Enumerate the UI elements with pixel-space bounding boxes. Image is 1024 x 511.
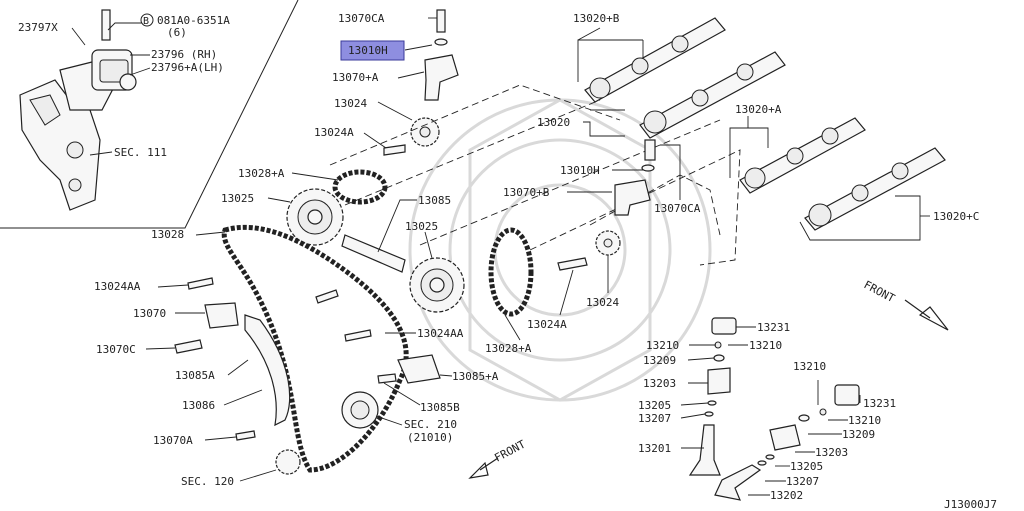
label-23796-rh[interactable]: 23796 (RH): [151, 48, 217, 61]
label-21010: (21010): [407, 431, 453, 444]
bolt-symbol-text: B: [143, 16, 149, 27]
label-13010h-highlighted[interactable]: 13010H: [348, 44, 388, 57]
label-13020[interactable]: 13020: [537, 116, 570, 129]
label-13024-top[interactable]: 13024: [334, 97, 367, 110]
sprocket-13024-top: [410, 117, 440, 147]
label-13085a[interactable]: 13085A: [175, 369, 215, 382]
label-13020b[interactable]: 13020+B: [573, 12, 620, 25]
label-13203-a[interactable]: 13203: [643, 377, 676, 390]
label-13024aa-left[interactable]: 13024AA: [94, 280, 141, 293]
valve-train-left: [688, 317, 737, 476]
label-front-right: FRONT: [862, 278, 898, 305]
label-13070a-low[interactable]: 13070A: [153, 434, 193, 447]
label-13209-a[interactable]: 13209: [643, 354, 676, 367]
label-sec-111[interactable]: SEC. 111: [114, 146, 167, 159]
inset-frame: [0, 0, 299, 229]
label-13201[interactable]: 13201: [638, 442, 671, 455]
label-sec-120[interactable]: SEC. 120: [181, 475, 234, 488]
label-13085b[interactable]: 13085B: [420, 401, 460, 414]
label-13024-low[interactable]: 13024: [586, 296, 619, 309]
label-13070c[interactable]: 13070C: [96, 343, 136, 356]
sprocket-13025-left: [286, 188, 344, 246]
valve-train-right: [714, 384, 860, 501]
label-13020c[interactable]: 13020+C: [933, 210, 979, 223]
label-13028a-top[interactable]: 13028+A: [238, 167, 285, 180]
valve-timing-sensor-top: [424, 9, 459, 101]
label-13202[interactable]: 13202: [770, 489, 803, 502]
label-13070ca-top[interactable]: 13070CA: [338, 12, 385, 25]
label-13020a[interactable]: 13020+A: [735, 103, 782, 116]
label-23796a-lh[interactable]: 23796+A(LH): [151, 61, 224, 74]
slack-guide-13086: [244, 314, 291, 427]
timing-cover-parts: [19, 9, 137, 211]
label-13070a-top[interactable]: 13070+A: [332, 71, 379, 84]
chain-tensioner-13070: [204, 302, 239, 329]
label-13085a-plus[interactable]: 13085+A: [452, 370, 499, 383]
diagram-id: J13000J7: [944, 498, 997, 511]
camshaft-13020-b: [577, 17, 726, 103]
label-13028[interactable]: 13028: [151, 228, 184, 241]
label-13025-left[interactable]: 13025: [221, 192, 254, 205]
label-13207-a[interactable]: 13207: [638, 412, 671, 425]
label-13210-c[interactable]: 13210: [793, 360, 826, 373]
chain-guide-13085: [341, 234, 406, 273]
label-quantity-6: (6): [167, 26, 187, 39]
label-13231-a[interactable]: 13231: [757, 321, 790, 334]
valve-timing-sensor-mid: [614, 139, 656, 216]
label-13209-b[interactable]: 13209: [842, 428, 875, 441]
label-13025-mid[interactable]: 13025: [405, 220, 438, 233]
label-13210-b[interactable]: 13210: [749, 339, 782, 352]
label-front-lower: FRONT: [492, 437, 528, 464]
label-13086[interactable]: 13086: [182, 399, 215, 412]
bolt-symbol-icon: [140, 13, 154, 27]
front-arrow-icon-lower: [468, 461, 489, 479]
label-13210-a[interactable]: 13210: [646, 339, 679, 352]
camshaft-13020-a: [739, 117, 866, 194]
sprocket-13025-mid: [409, 257, 465, 313]
camshaft-13020: [639, 51, 786, 139]
label-081a0-6351a[interactable]: 081A0-6351A: [157, 14, 230, 27]
label-13205-a[interactable]: 13205: [638, 399, 671, 412]
label-13205-b[interactable]: 13205: [790, 460, 823, 473]
label-13231-b[interactable]: 13231: [863, 397, 896, 410]
label-13070[interactable]: 13070: [133, 307, 166, 320]
crank-sprocket-sec210: [341, 391, 379, 429]
front-arrow-icon-right: [918, 306, 949, 331]
label-sec-210[interactable]: SEC. 210: [404, 418, 457, 431]
label-13070b[interactable]: 13070+B: [503, 186, 550, 199]
highlighted-part-13010h-box[interactable]: [340, 40, 405, 61]
label-13010h-mid[interactable]: 13010H: [560, 164, 600, 177]
label-13024a-low[interactable]: 13024A: [527, 318, 567, 331]
label-13028a-low[interactable]: 13028+A: [485, 342, 532, 355]
label-23797x[interactable]: 23797X: [18, 21, 58, 34]
label-13203-b[interactable]: 13203: [815, 446, 848, 459]
label-13024aa-mid[interactable]: 13024AA: [417, 327, 464, 340]
label-13210-d[interactable]: 13210: [848, 414, 881, 427]
camshaft-13020-c: [804, 147, 946, 231]
sprocket-13024-low: [595, 230, 621, 256]
label-13085[interactable]: 13085: [418, 194, 451, 207]
watermark-emblem: [408, 98, 712, 402]
label-13070ca-mid[interactable]: 13070CA: [654, 202, 701, 215]
label-13024a-top[interactable]: 13024A: [314, 126, 354, 139]
label-13207-b[interactable]: 13207: [786, 475, 819, 488]
